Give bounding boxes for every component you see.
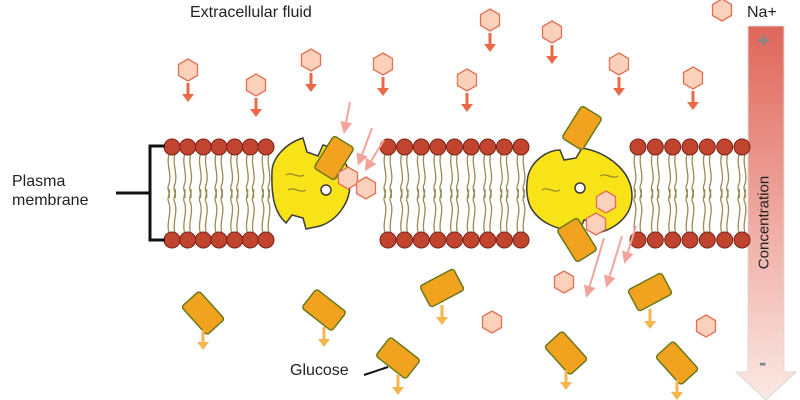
glucose-molecule-icon	[419, 268, 465, 325]
phospholipid-head	[495, 231, 513, 249]
phospholipid-head	[462, 138, 480, 156]
sodium-ion-icon	[608, 52, 630, 96]
sodium-ions	[177, 0, 733, 117]
phospholipid-head	[163, 138, 181, 156]
concentration-label: Concentration	[755, 175, 773, 270]
phospholipid-head	[681, 231, 699, 249]
glucose-molecule-icon	[314, 135, 354, 181]
sodium-ion-icon	[300, 48, 322, 92]
phospholipid-head	[664, 138, 682, 156]
high-concentration-sign: +	[757, 28, 770, 53]
sodium-ion-icon	[682, 66, 704, 110]
sodium-ion-icon	[595, 190, 617, 214]
phospholipid-head	[629, 138, 647, 156]
phospholipid-head	[396, 231, 414, 249]
glucose-molecule-icon	[376, 337, 420, 395]
phospholipid-head	[462, 231, 480, 249]
phospholipid-head	[698, 138, 716, 156]
phospholipid-head	[646, 231, 664, 249]
sodium-ion-icon	[337, 166, 359, 190]
phospholipid-head	[716, 138, 734, 156]
sodium-ion-icon	[541, 20, 563, 64]
phospholipid-head	[226, 231, 244, 249]
sodium-ion-icon	[479, 8, 501, 52]
phospholipid-head	[429, 231, 447, 249]
phospholipid-head	[733, 231, 751, 249]
glucose-molecule-icon	[544, 331, 588, 390]
phospholipid-head	[629, 231, 647, 249]
phospholipid-head	[412, 138, 430, 156]
phospholipid-head	[446, 138, 463, 156]
glucose-molecules	[181, 268, 699, 400]
glucose-label: Glucose	[290, 362, 349, 379]
phospholipid-head	[479, 138, 497, 156]
sodium-ion-icon	[355, 176, 377, 200]
plasma-membrane-label: Plasma membrane	[12, 172, 102, 210]
phospholipid-head	[163, 231, 181, 249]
sodium-ion-icon	[585, 212, 607, 236]
phospholipid-head	[716, 231, 734, 249]
phospholipid-head	[512, 138, 530, 156]
sodium-ion-icon	[481, 310, 503, 334]
glucose-molecule-icon	[627, 272, 673, 329]
sodium-ion-icon	[456, 68, 478, 112]
phospholipid-head	[241, 231, 259, 249]
phospholipid-head	[179, 231, 197, 249]
sodium-ion-label: Na+	[747, 4, 777, 21]
sodium-ion-icon	[711, 0, 733, 22]
extracellular-fluid-label: Extracellular fluid	[190, 4, 312, 21]
phospholipid-head	[429, 138, 447, 156]
sodium-ion-icon	[553, 270, 575, 294]
phospholipid-head	[664, 231, 682, 249]
phospholipid-head	[412, 231, 430, 249]
glucose-pointer	[363, 366, 389, 376]
phospholipid-head	[479, 231, 497, 249]
phospholipid-head	[681, 138, 699, 156]
lipid-bilayer	[163, 138, 751, 249]
phospholipid-head	[495, 138, 513, 156]
glucose-molecule-icon	[562, 105, 602, 151]
sodium-ion-icon	[177, 58, 199, 102]
plasma-membrane-text: Plasma membrane	[12, 173, 89, 209]
sodium-ion-icon	[245, 73, 267, 117]
phospholipid-head	[179, 138, 197, 156]
phospholipid-head	[194, 231, 212, 249]
concentration-arrow-icon	[734, 25, 798, 400]
phospholipid-head	[194, 138, 212, 156]
glucose-molecule-icon	[302, 289, 346, 347]
membrane-bracket	[116, 144, 165, 242]
phospholipid-head	[733, 138, 751, 156]
phospholipid-head	[257, 231, 275, 249]
phospholipid-head	[698, 231, 716, 249]
glucose-molecule-icon	[557, 217, 597, 263]
phospholipid-head	[396, 138, 414, 156]
phospholipid-head	[210, 138, 228, 156]
glucose-molecule-icon	[655, 341, 699, 400]
phospholipid-head	[646, 138, 664, 156]
phospholipid-head	[257, 138, 275, 156]
phospholipid-head	[226, 138, 244, 156]
sodium-ion-icon	[695, 314, 717, 338]
motion-arrows	[340, 101, 637, 298]
low-concentration-sign: -	[759, 350, 767, 375]
phospholipid-head	[241, 138, 259, 156]
phospholipid-head	[512, 231, 530, 249]
phospholipid-head	[210, 231, 228, 249]
sodium-ion-icon	[372, 52, 394, 96]
glucose-molecule-icon	[181, 291, 225, 350]
phospholipid-head	[446, 231, 463, 249]
phospholipid-head	[379, 231, 397, 249]
